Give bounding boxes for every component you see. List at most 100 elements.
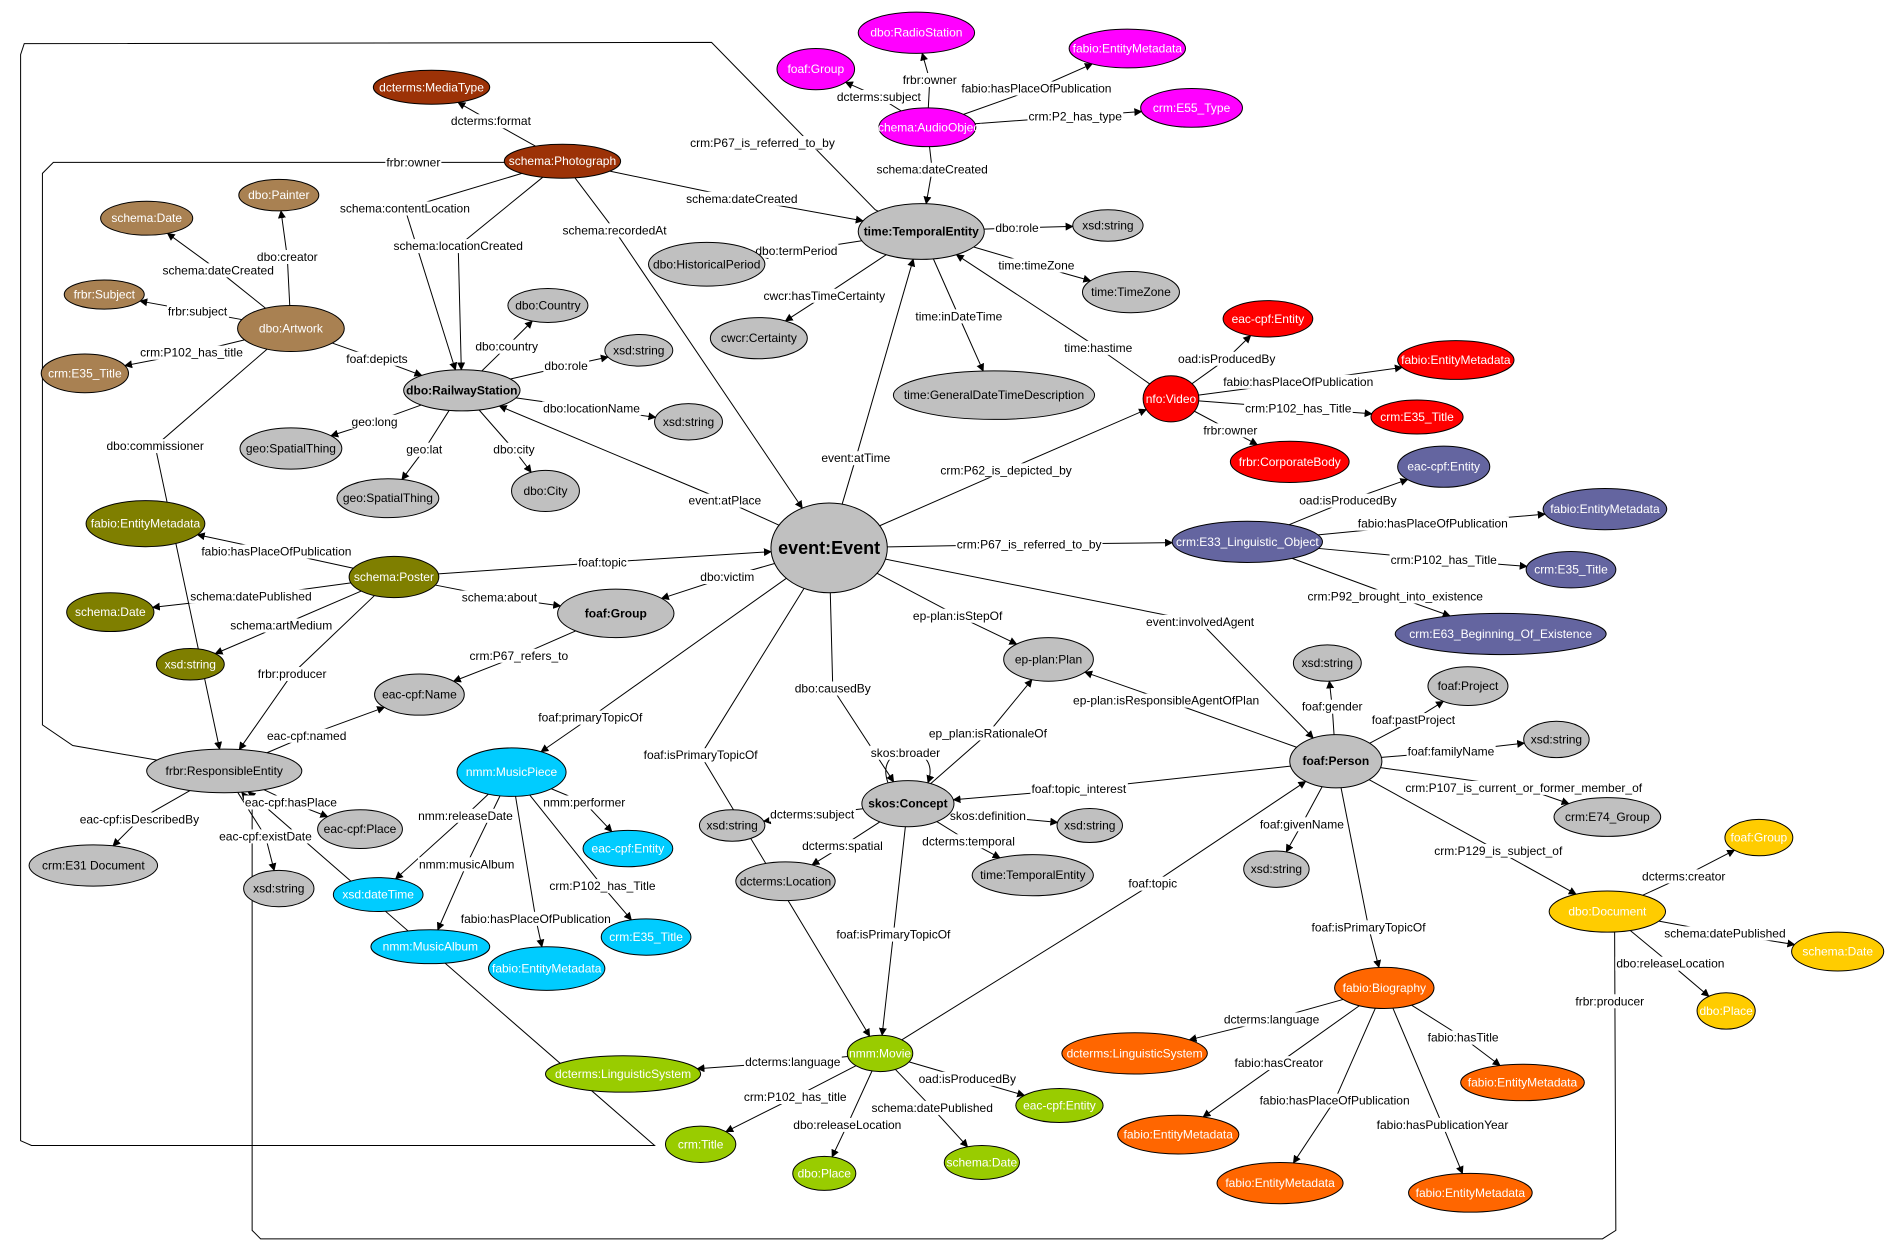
node-eac-cpf-place[interactable]: eac-cpf:Place: [317, 809, 403, 850]
node-fabio-entitymetadata[interactable]: fabio:EntityMetadata: [1460, 1063, 1585, 1102]
node-crm-e63-beginning-of-existence[interactable]: crm:E63_Beginning_Of_Existence: [1394, 612, 1607, 656]
node-frbr-responsibleentity[interactable]: frbr:ResponsibleEntity: [146, 748, 303, 794]
node-xsd-datetime[interactable]: xsd:dateTime: [332, 877, 424, 913]
edge-label-background: [338, 201, 471, 216]
node-fabio-entitymetadata[interactable]: fabio:EntityMetadata: [85, 500, 206, 548]
node-schema-date[interactable]: schema:Date: [1791, 931, 1885, 972]
node-xsd-string[interactable]: xsd:string: [1072, 209, 1144, 242]
node-eac-cpf-entity[interactable]: eac-cpf:Entity: [1015, 1088, 1104, 1123]
node-fabio-entitymetadata[interactable]: fabio:EntityMetadata: [1542, 488, 1668, 531]
node-shape: [664, 1125, 737, 1163]
edge-label: dbo:releaseLocation: [793, 1118, 901, 1132]
edge-label-background: [1258, 817, 1346, 832]
node-dbo-document[interactable]: dbo:Document: [1548, 890, 1667, 933]
node-fabio-entitymetadata[interactable]: fabio:EntityMetadata: [488, 946, 606, 991]
node-dbo-city[interactable]: dbo:City: [511, 469, 580, 513]
node-dbo-artwork[interactable]: dbo:Artwork: [237, 304, 345, 353]
edge-label: crm:P67_refers_to: [469, 649, 568, 663]
node-frbr-corporatebody[interactable]: frbr:CorporateBody: [1229, 440, 1350, 483]
node-label: nmm:Movie: [849, 1046, 911, 1060]
node-nmm-movie[interactable]: nmm:Movie: [846, 1034, 914, 1073]
edge-label-background: [255, 249, 319, 264]
node-schema-date[interactable]: schema:Date: [943, 1145, 1020, 1180]
node-foaf-group[interactable]: foaf:Group: [1724, 818, 1794, 857]
node-crm-e33-linguistic-object[interactable]: crm:E33_Linguistic_Object: [1171, 520, 1323, 563]
node-crm-e35-title[interactable]: crm:E35_Title: [600, 918, 692, 956]
node-skos-concept[interactable]: skos:Concept: [861, 780, 955, 828]
node-fabio-entitymetadata[interactable]: fabio:EntityMetadata: [1068, 28, 1187, 69]
node-label: xsd:string: [1251, 862, 1302, 876]
edge-label-background: [642, 748, 760, 763]
node-crm-e35-title[interactable]: crm:E35_Title: [1370, 399, 1464, 435]
node-frbr-subject[interactable]: frbr:Subject: [63, 279, 145, 310]
node-nmm-musicalbum[interactable]: nmm:MusicAlbum: [370, 929, 491, 965]
node-crm-e74-group[interactable]: crm:E74_Group: [1553, 797, 1662, 837]
node-crm-title[interactable]: crm:Title: [664, 1125, 737, 1163]
node-crm-e31-document[interactable]: crm:E31 Document: [28, 844, 159, 887]
node-xsd-string[interactable]: xsd:string: [1292, 644, 1362, 682]
node-schema-date[interactable]: schema:Date: [100, 200, 194, 236]
node-dbo-radiostation[interactable]: dbo:RadioStation: [857, 11, 976, 54]
node-dbo-historicalperiod[interactable]: dbo:HistoricalPeriod: [648, 241, 766, 287]
node-shape: [654, 403, 723, 441]
node-fabio-entitymetadata[interactable]: fabio:EntityMetadata: [1216, 1161, 1344, 1205]
node-fabio-entitymetadata[interactable]: fabio:EntityMetadata: [1408, 1172, 1533, 1213]
node-time-timezone[interactable]: time:TimeZone: [1081, 271, 1180, 314]
node-xsd-string[interactable]: xsd:string: [1523, 720, 1590, 759]
node-nfo-video[interactable]: nfo:Video: [1142, 375, 1200, 423]
node-schema-date[interactable]: schema:Date: [66, 592, 155, 633]
node-dcterms-linguisticsystem[interactable]: dcterms:LinguisticSystem: [544, 1055, 702, 1093]
node-shape: [1791, 931, 1885, 972]
node-shape: [1216, 1161, 1344, 1205]
node-time-generaldatetimedescription[interactable]: time:GeneralDateTimeDescription: [892, 370, 1096, 420]
node-ep-plan-plan[interactable]: ep-plan:Plan: [1003, 637, 1094, 682]
node-foaf-project[interactable]: foaf:Project: [1427, 666, 1509, 706]
edge-label: dbo:commissioner: [106, 439, 203, 453]
node-dbo-country[interactable]: dbo:Country: [507, 287, 589, 323]
edge-label-background: [1375, 1117, 1510, 1132]
node-dbo-painter[interactable]: dbo:Painter: [238, 178, 320, 212]
edge-label: foaf:givenName: [1260, 817, 1344, 831]
node-nmm-musicpiece[interactable]: nmm:MusicPiece: [456, 747, 567, 797]
node-crm-e35-title[interactable]: crm:E35_Title: [40, 353, 129, 394]
node-dcterms-linguisticsystem[interactable]: dcterms:LinguisticSystem: [1061, 1032, 1208, 1075]
node-xsd-string[interactable]: xsd:string: [155, 648, 225, 681]
edge-label-background: [537, 710, 645, 725]
node-schema-poster[interactable]: schema:Poster: [348, 555, 440, 599]
node-label: time:TemporalEntity: [980, 868, 1085, 882]
node-schema-audioobject[interactable]: schema:AudioObject: [872, 107, 983, 148]
node-time-temporalentity[interactable]: time:TemporalEntity: [971, 854, 1094, 897]
node-dbo-place[interactable]: dbo:Place: [1696, 992, 1756, 1030]
node-geo-spatialthing[interactable]: geo:SpatialThing: [239, 427, 343, 470]
node-foaf-group[interactable]: foaf:Group: [776, 47, 856, 91]
node-event-event[interactable]: event:Event: [770, 502, 888, 594]
node-eac-cpf-entity[interactable]: eac-cpf:Entity: [582, 829, 674, 868]
node-schema-photograph[interactable]: schema:Photograph: [503, 143, 622, 179]
node-xsd-string[interactable]: xsd:string: [1056, 808, 1123, 843]
node-cwcr-certainty[interactable]: cwcr:Certainty: [709, 317, 808, 360]
node-xsd-string[interactable]: xsd:string: [604, 334, 674, 367]
node-crm-e55-type[interactable]: crm:E55_Type: [1140, 87, 1243, 128]
node-dcterms-location[interactable]: dcterms:Location: [735, 861, 836, 902]
node-dbo-place[interactable]: dbo:Place: [792, 1155, 857, 1191]
node-geo-spatialthing[interactable]: geo:SpatialThing: [336, 478, 440, 519]
node-xsd-string[interactable]: xsd:string: [654, 403, 723, 441]
node-crm-e35-title[interactable]: crm:E35_Title: [1525, 551, 1617, 589]
node-dbo-railwaystation[interactable]: dbo:RailwayStation: [403, 369, 521, 412]
node-xsd-string[interactable]: xsd:string: [698, 809, 766, 842]
node-fabio-entitymetadata[interactable]: fabio:EntityMetadata: [1397, 340, 1515, 380]
node-foaf-group[interactable]: foaf:Group: [557, 588, 675, 639]
node-eac-cpf-entity[interactable]: eac-cpf:Entity: [1397, 445, 1491, 488]
node-eac-cpf-name[interactable]: eac-cpf:Name: [374, 673, 465, 716]
node-fabio-biography[interactable]: fabio:Biography: [1334, 966, 1435, 1010]
node-time-temporalentity[interactable]: time:TemporalEntity: [857, 203, 985, 260]
node-xsd-string[interactable]: xsd:string: [1243, 850, 1310, 888]
node-fabio-entitymetadata[interactable]: fabio:EntityMetadata: [1117, 1114, 1240, 1155]
node-label: fabio:EntityMetadata: [1416, 1186, 1526, 1200]
node-foaf-person[interactable]: foaf:Person: [1289, 734, 1383, 789]
node-dcterms-mediatype[interactable]: dcterms:MediaType: [372, 69, 491, 105]
node-eac-cpf-entity[interactable]: eac-cpf:Entity: [1222, 300, 1314, 338]
node-label: fabio:EntityMetadata: [1468, 1075, 1578, 1089]
node-xsd-string[interactable]: xsd:string: [243, 869, 315, 908]
edge-label: dcterms:temporal: [922, 834, 1015, 848]
